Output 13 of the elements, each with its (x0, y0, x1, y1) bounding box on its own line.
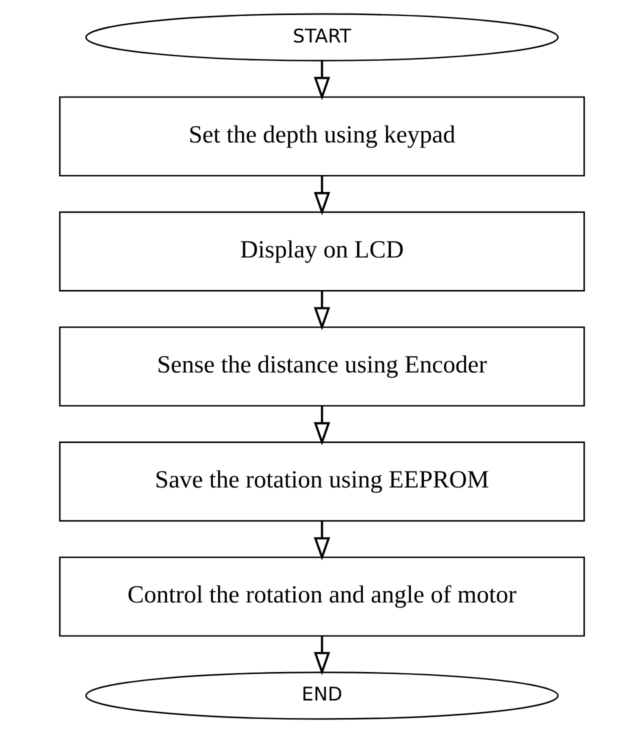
node-box: Control the rotation and angle of motor (58, 556, 584, 637)
arrow (313, 61, 330, 100)
arrow (313, 176, 330, 216)
node-box: Save the rotation using EEPROM (58, 442, 584, 522)
node-ellipse: START (84, 13, 558, 62)
node-box: Display on LCD (58, 211, 584, 292)
node-ellipse: END (84, 672, 558, 720)
arrow (313, 406, 330, 446)
arrow (313, 521, 330, 561)
node-box: Sense the distance using Encoder (58, 326, 584, 407)
arrow (313, 290, 330, 330)
node-box: Set the depth using keypad (58, 96, 584, 176)
arrow (313, 636, 330, 676)
